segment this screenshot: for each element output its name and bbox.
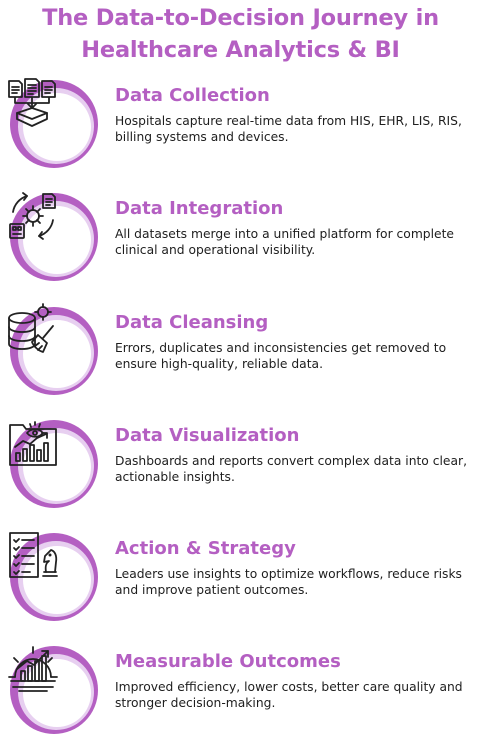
- step-data-collection: Data Collection Hospitals capture real-t…: [0, 74, 481, 186]
- dashboard-chart-icon: [9, 421, 57, 466]
- documents-to-database-icon: [8, 78, 56, 127]
- step-data-visualization: Data Visualization Dashboards and report…: [0, 414, 481, 526]
- gear-sync-icon: [9, 192, 56, 240]
- growth-chart-gear-icon: [8, 646, 58, 692]
- step-description: Errors, duplicates and inconsistencies g…: [115, 341, 447, 371]
- step-action-strategy: Action & Strategy Leaders use insights t…: [0, 527, 481, 639]
- step-title: Data Cleansing: [115, 312, 269, 333]
- title-line-1: The Data-to-Decision Journey in: [42, 5, 439, 31]
- step-data-integration: Data Integration All datasets merge into…: [0, 187, 481, 299]
- icon-badge: [5, 415, 103, 513]
- icon-badge: [5, 641, 103, 739]
- step-description: Hospitals capture real-time data from HI…: [115, 114, 462, 144]
- step-description: All datasets merge into a unified platfo…: [115, 227, 454, 257]
- step-title: Data Integration: [115, 198, 284, 219]
- step-title: Action & Strategy: [115, 538, 296, 559]
- step-description: Leaders use insights to optimize workflo…: [115, 567, 462, 597]
- step-title: Measurable Outcomes: [115, 651, 341, 672]
- icon-badge: [5, 188, 103, 286]
- checklist-chess-icon: [9, 532, 58, 578]
- step-data-cleansing: Data Cleansing Errors, duplicates and in…: [0, 301, 481, 413]
- icon-badge: [5, 302, 103, 400]
- step-title: Data Collection: [115, 85, 270, 106]
- step-title: Data Visualization: [115, 425, 300, 446]
- database-broom-icon: [8, 303, 54, 353]
- step-description: Dashboards and reports convert complex d…: [115, 454, 467, 484]
- page-title: The Data-to-Decision Journey in Healthca…: [0, 2, 481, 66]
- icon-badge: [5, 528, 103, 626]
- step-description: Improved efficiency, lower costs, better…: [115, 680, 463, 710]
- title-line-2: Healthcare Analytics & BI: [81, 37, 400, 63]
- icon-badge: [5, 75, 103, 173]
- step-measurable-outcomes: Measurable Outcomes Improved efficiency,…: [0, 640, 481, 752]
